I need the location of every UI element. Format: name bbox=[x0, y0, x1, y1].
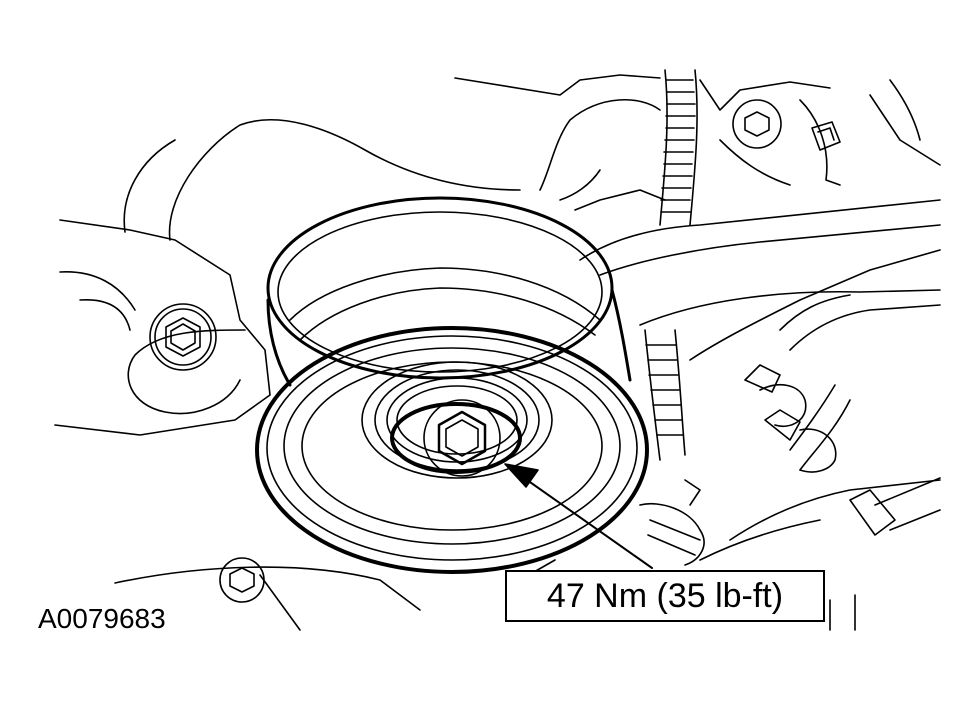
pulley-bolt-icon bbox=[390, 399, 522, 477]
engine-bracket bbox=[54, 118, 521, 436]
upper-bracket bbox=[454, 74, 941, 326]
right-pipes bbox=[639, 249, 941, 631]
pulley-icon bbox=[255, 196, 649, 574]
torque-leader-arrow bbox=[504, 463, 653, 569]
torque-callout: 47 Nm (35 lb-ft) bbox=[505, 570, 825, 622]
torque-callout-text: 47 Nm (35 lb-ft) bbox=[546, 576, 784, 615]
upper-bolt-icon bbox=[732, 99, 841, 151]
lower-bolt-icon bbox=[219, 557, 265, 603]
bracket-bolt-icon bbox=[149, 303, 217, 371]
figure-id: A0079683 bbox=[38, 603, 166, 634]
corrugated-hose bbox=[644, 69, 698, 461]
